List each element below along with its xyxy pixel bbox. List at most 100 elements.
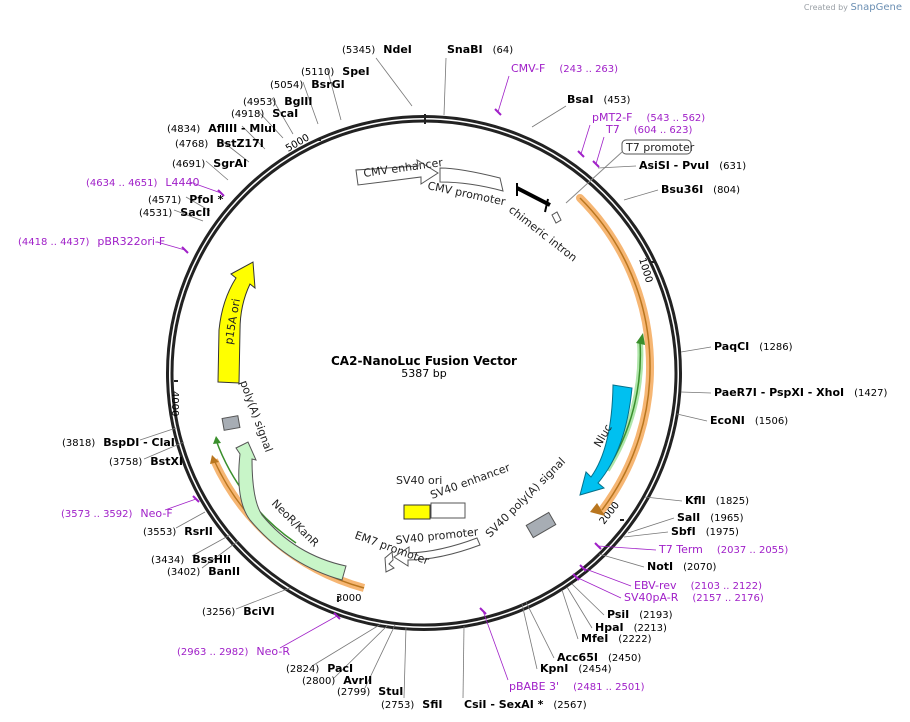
enzyme-position: (2222) [618,634,651,645]
enzyme-site[interactable]: Bsu36I(804) [661,183,740,196]
enzyme-site[interactable]: BsaI(453) [567,93,630,106]
enzyme-site[interactable]: (2753)SfiI [381,698,442,711]
enzyme-leader [561,589,579,640]
enzyme-site[interactable]: PaqCI(1286) [714,340,793,353]
enzyme-position: (2567) [553,700,586,711]
enzyme-site[interactable]: (3402)BanII [167,565,240,578]
enzyme-name: BsrGI [311,78,344,91]
enzyme-site[interactable]: (5345)NdeI [342,43,412,56]
primer-name: L4440 [165,176,199,189]
enzyme-leader [311,623,382,667]
enzyme-position: (3434) [151,555,184,566]
primer-leader [575,576,622,599]
primer-site[interactable]: (2963 .. 2982)Neo-R [177,645,290,658]
enzyme-site[interactable]: PaeR7I - PspXI - XhoI(1427) [714,386,888,399]
enzyme-site[interactable]: KpnI(2454) [540,662,612,675]
enzyme-site[interactable]: (4571)PfoI * [148,193,224,206]
enzyme-position: (804) [713,185,740,196]
primer-binding-mark [592,160,600,168]
enzyme-site[interactable]: (4531)SacII [139,206,210,219]
enzyme-site[interactable]: (2800)AvrII [302,674,372,687]
primer-site[interactable]: pBABE 3'(2481 .. 2501) [509,680,645,693]
p15a-ori-feature[interactable]: p15A ori [217,261,256,384]
enzyme-position: (4834) [167,124,200,135]
chimeric-intron-label: chimeric intron [506,203,579,264]
enzyme-name: SalI [677,511,700,524]
enzyme-site[interactable]: (4953)BglII [243,95,312,108]
enzyme-position: (2450) [608,653,641,664]
enzyme-site[interactable]: SbfI (1975) [671,525,739,538]
enzyme-name: SpeI [342,65,369,78]
map-size: 5387 bp [401,367,446,380]
enzyme-site[interactable]: SalI (1965) [677,511,744,524]
enzyme-site[interactable]: CsiI - SexAI *(2567) [464,698,587,711]
enzyme-site[interactable]: NotI(2070) [647,560,716,573]
enzyme-name: NdeI [383,43,412,56]
primer-binding-mark [579,564,587,572]
enzyme-position: (1286) [759,342,792,353]
enzyme-site[interactable]: (3553)RsrII [143,525,213,538]
primer-name: pBR322ori-F [97,235,165,248]
enzyme-name: PacI [327,662,353,675]
chimeric-intron-feature[interactable]: chimeric intron [506,183,580,264]
enzyme-site[interactable]: PsiI(2193) [607,608,673,621]
primer-name: pBABE 3' [509,680,559,693]
enzyme-leader [235,587,291,610]
enzyme-leader [566,586,593,629]
t7-promoter-feature[interactable]: T7 promoter [565,139,695,204]
enzyme-site[interactable]: (3758)BstXI [109,455,183,468]
enzyme-site[interactable]: (5054)BsrGI [270,78,345,91]
enzyme-site[interactable]: (2799)StuI [337,685,403,698]
enzyme-site[interactable]: (3434)BssHII [151,553,231,566]
enzyme-site[interactable]: (3818)BspDI - ClaI [62,436,175,449]
enzyme-position: (1975) [706,527,739,538]
snapgene-brand: Created by SnapGene [804,2,902,13]
enzyme-site[interactable]: Acc65I(2450) [557,651,641,664]
primer-range: (2157 .. 2176) [692,593,764,604]
enzyme-position: (1965) [710,513,743,524]
primer-site[interactable]: (4634 .. 4651)L4440 [86,176,200,189]
enzyme-site[interactable]: HpaI(2213) [595,621,667,634]
enzyme-position: (1506) [755,416,788,427]
enzyme-name: AsiSI - PvuI [639,159,709,172]
enzyme-leader [443,57,447,116]
enzyme-leader [462,625,465,699]
primer-site[interactable]: EBV-rev(2103 .. 2122) [634,579,762,592]
enzyme-site[interactable]: MfeI(2222) [581,632,652,645]
enzyme-leader [241,125,266,150]
enzyme-name: SgrAI [213,157,247,170]
enzyme-site[interactable]: AsiSI - PvuI(631) [639,159,746,172]
primer-site[interactable]: (3573 .. 3592)Neo-F [61,507,173,520]
primer-binding-mark [333,612,341,620]
enzyme-name: SbfI [671,525,696,538]
enzyme-site[interactable]: (3256)BciVI [202,605,275,618]
enzyme-site[interactable]: (5110)SpeI [301,65,370,78]
enzyme-leader [205,160,229,181]
primer-site[interactable]: T7(604 .. 623) [605,123,693,136]
tick-label-1000: 1000 [636,257,654,285]
enzyme-leader [521,603,538,670]
enzyme-site[interactable]: KflI(1825) [685,494,749,507]
enzyme-position: (2753) [381,700,414,711]
enzyme-name: StuI [378,685,403,698]
enzyme-site[interactable]: (2824)PacI [286,662,353,675]
enzyme-leader [403,626,407,699]
primer-site[interactable]: (4418 .. 4437)pBR322ori-F [18,235,165,248]
primer-site[interactable]: CMV-F(243 .. 263) [511,62,618,75]
enzyme-site[interactable]: (4834)AflIII - MluI [167,122,276,135]
enzyme-leader [597,165,637,169]
fusion-orf-feature[interactable] [576,194,655,516]
enzyme-site[interactable]: EcoNI(1506) [710,414,788,427]
enzyme-site[interactable]: (4691)SgrAI [172,157,247,170]
sv40-ori-feature[interactable]: SV40 ori SV40 enhancer [396,461,512,520]
enzyme-name: SnaBI [447,43,483,56]
enzyme-site[interactable]: SnaBI(64) [447,43,513,56]
enzyme-leader [201,540,239,569]
map-title: CA2-NanoLuc Fusion Vector [331,354,517,368]
enzyme-site[interactable]: (4918)ScaI [231,107,298,120]
primer-site[interactable]: T7 Term(2037 .. 2055) [658,543,788,556]
primer-site[interactable]: SV40pA-R(2157 .. 2176) [624,591,764,604]
enzyme-site[interactable]: (4768)BstZ17I [175,137,264,150]
enzyme-name: SacII [180,206,210,219]
primer-site[interactable]: pMT2-F(543 .. 562) [592,111,705,124]
